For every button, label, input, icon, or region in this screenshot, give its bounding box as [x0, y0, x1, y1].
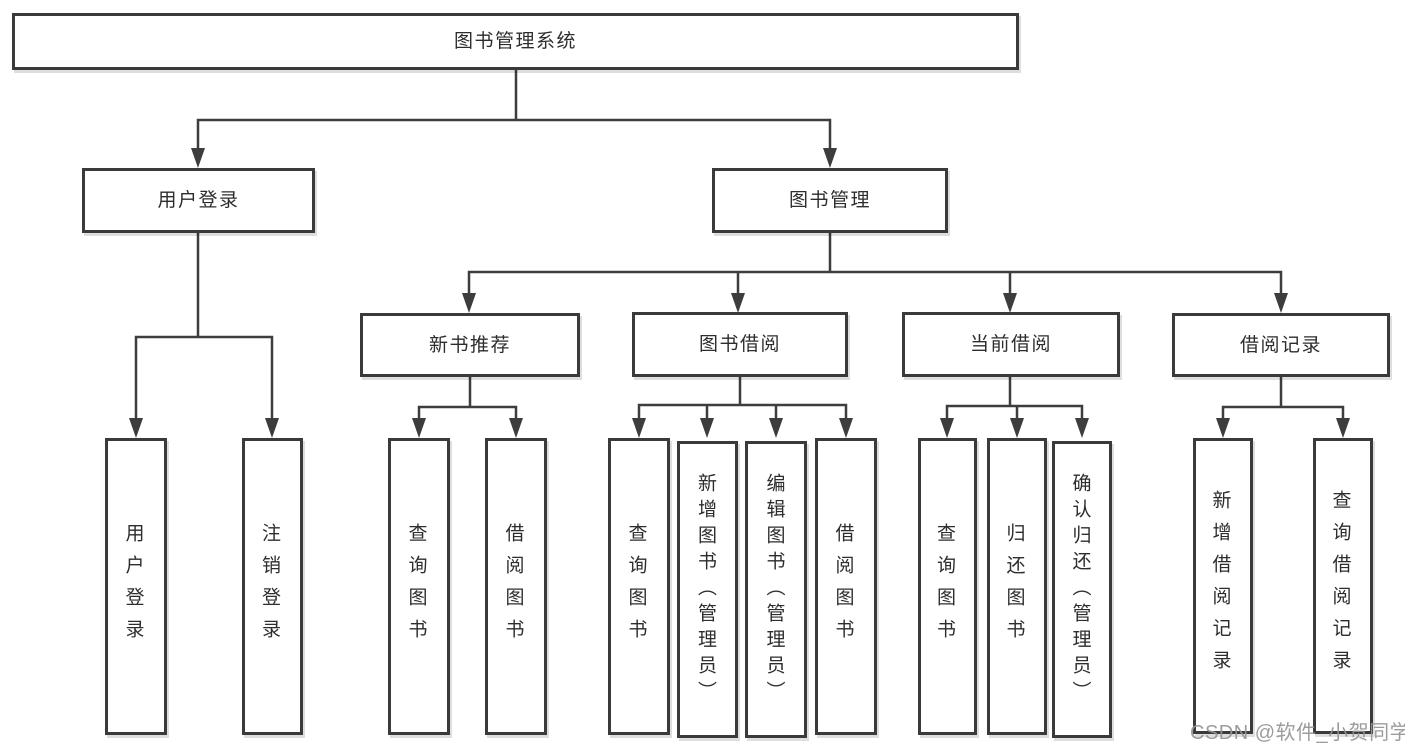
node-user-login: 用户登录	[82, 168, 315, 233]
leaf-query-book-borrowgroup: 查询图书	[608, 438, 670, 735]
leaf-return-book: 归还图书	[987, 438, 1047, 735]
leaf-query-book-currentgroup: 查询图书	[918, 438, 977, 735]
node-book-borrow: 图书借阅	[632, 312, 848, 377]
node-borrow-records: 借阅记录	[1172, 313, 1390, 377]
leaf-borrow-book-newgroup: 借阅图书	[485, 438, 547, 735]
node-new-book-recommend: 新书推荐	[360, 313, 580, 377]
leaf-add-book-admin: 新增图书（管理员）	[677, 441, 738, 738]
connector-bookmgmt-to-level3	[467, 231, 1283, 301]
leaf-logout: 注销登录	[242, 438, 303, 735]
connector-root-to-level2	[196, 68, 832, 156]
leaf-borrow-book-borrowgroup: 借阅图书	[815, 438, 877, 735]
connector-userlogin-to-leaves	[134, 231, 274, 426]
leaf-query-borrow-record: 查询借阅记录	[1313, 438, 1373, 734]
leaf-confirm-return-admin: 确认归还（管理员）	[1052, 441, 1112, 738]
connector-newbooks-to-leaves	[417, 375, 518, 426]
connector-bookborrow-to-leaves	[637, 375, 848, 426]
leaf-add-borrow-record: 新增借阅记录	[1193, 438, 1253, 734]
leaf-user-login: 用户登录	[105, 438, 167, 735]
connector-records-to-leaves	[1221, 375, 1345, 426]
leaf-query-book-newgroup: 查询图书	[388, 438, 450, 735]
leaf-edit-book-admin: 编辑图书（管理员）	[745, 441, 807, 738]
connector-currentborrow-to-leaves	[945, 375, 1084, 426]
node-book-management: 图书管理	[712, 168, 948, 233]
csdn-watermark: CSDN @软件_小贺同学	[1190, 722, 1405, 744]
node-current-borrow: 当前借阅	[902, 312, 1120, 377]
node-root: 图书管理系统	[12, 13, 1019, 70]
